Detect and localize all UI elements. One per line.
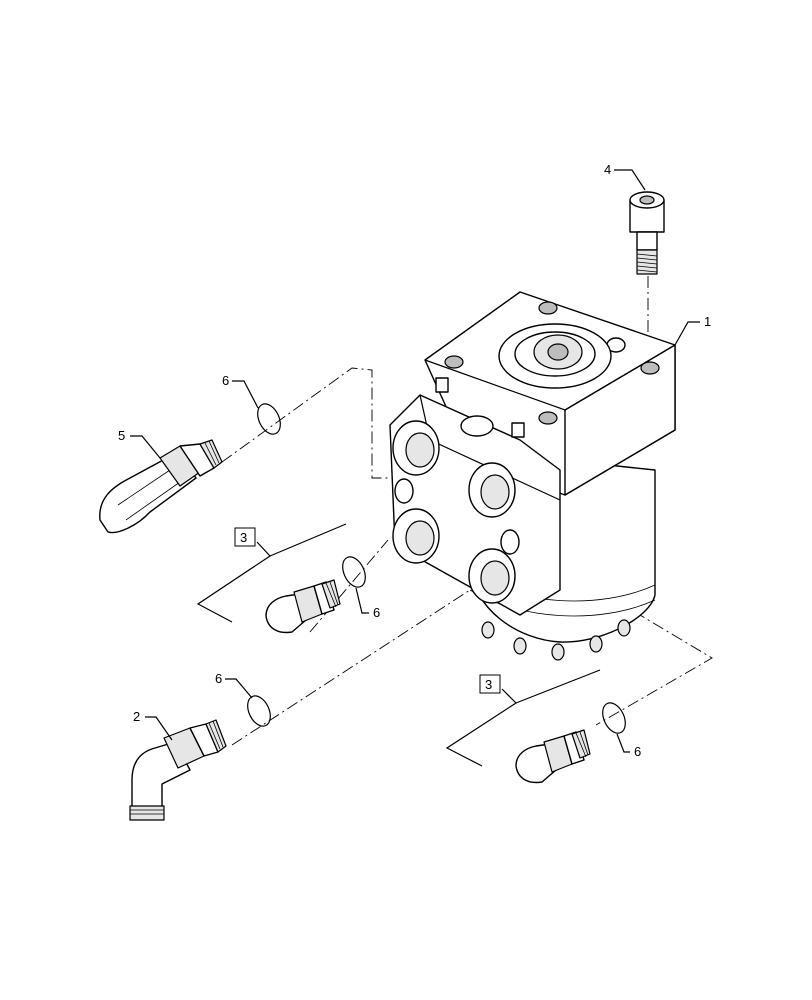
callout-numbers: 1 2 3 3 4 5 6 6 6 6 bbox=[118, 162, 711, 759]
callout-3-upper: 3 bbox=[240, 530, 247, 545]
steering-unit-body bbox=[389, 291, 676, 661]
callout-2: 2 bbox=[133, 709, 140, 724]
cap-screw bbox=[629, 191, 665, 275]
elbow-fitting-90 bbox=[129, 719, 227, 821]
callout-6-right: 6 bbox=[634, 744, 641, 759]
o-rings bbox=[247, 403, 626, 734]
callout-6-left: 6 bbox=[215, 671, 222, 686]
swivel-elbow-fitting bbox=[99, 439, 223, 534]
callout-6-top: 6 bbox=[222, 373, 229, 388]
straight-connector-lower bbox=[515, 729, 591, 784]
leader-lines bbox=[130, 169, 700, 753]
kit-bracket-upper bbox=[196, 523, 347, 623]
callout-6-middle: 6 bbox=[373, 605, 380, 620]
callout-3-lower: 3 bbox=[485, 677, 492, 692]
callout-5: 5 bbox=[118, 428, 125, 443]
callout-box-3-lower bbox=[479, 674, 501, 694]
straight-connector-upper bbox=[265, 579, 341, 634]
bottom-bolts bbox=[481, 619, 631, 661]
callout-1: 1 bbox=[704, 314, 711, 329]
kit-bracket-lower bbox=[445, 669, 601, 767]
hydraulic-ports bbox=[392, 420, 520, 604]
callout-4: 4 bbox=[604, 162, 611, 177]
callout-box-3-upper bbox=[234, 527, 256, 547]
